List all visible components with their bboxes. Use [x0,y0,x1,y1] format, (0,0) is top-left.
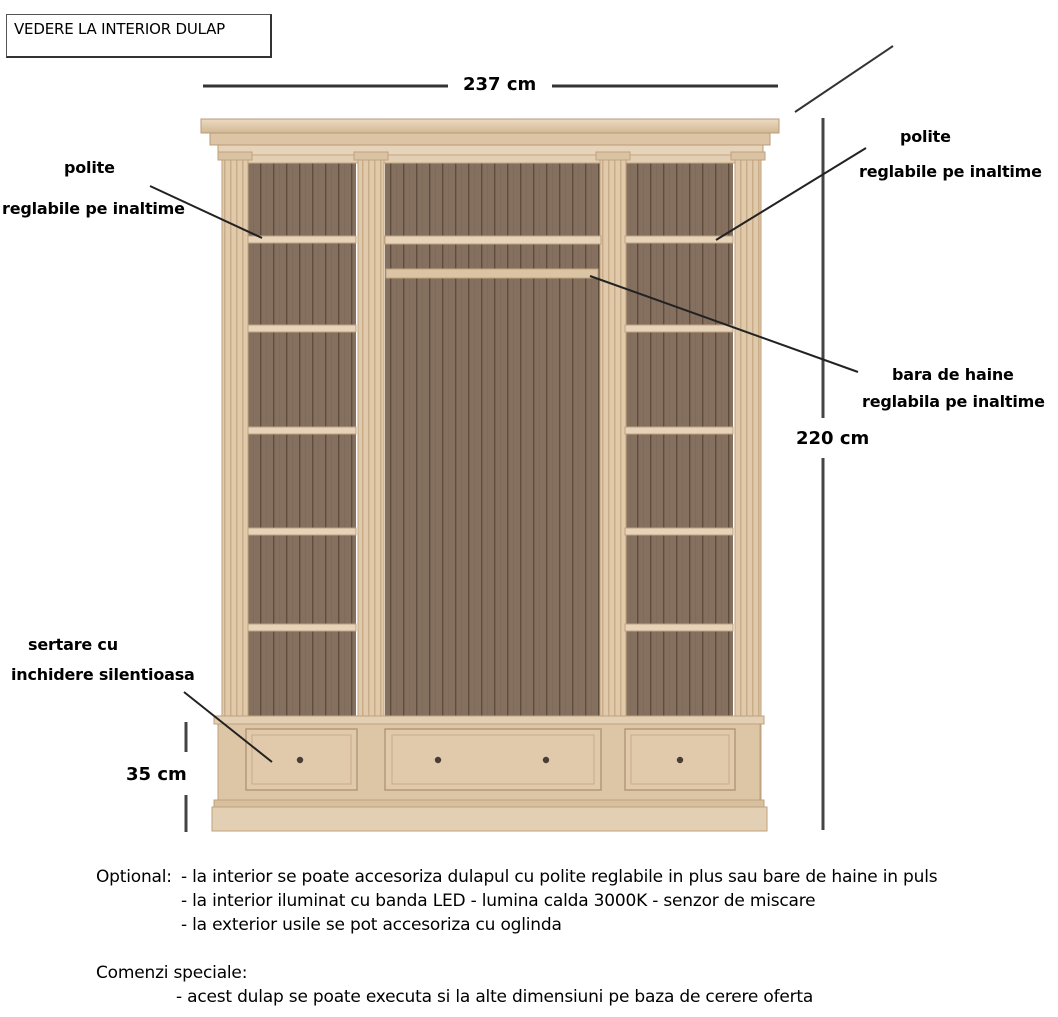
clothes-rail [385,268,599,279]
plinth [211,806,768,832]
crown-mid [209,132,771,146]
crown-top [200,118,780,134]
height-label: 220 cm [796,428,870,449]
left-shelves-label-1: polite [64,158,115,177]
drawers-label-2: inchidere silentioasa [11,665,195,684]
optional-item: - la exterior usile se pot accesoriza cu… [181,915,562,935]
drawers-label-1: sertare cu [28,635,118,654]
plinth-top [213,799,765,808]
optional-label: Optional: [96,867,172,887]
optional-item: - la interior iluminat cu banda LED - lu… [181,891,816,911]
drawer-center [384,728,602,791]
page-title: VEDERE LA INTERIOR DULAP [14,20,226,38]
left-shelves-label-2: reglabile pe inaltime [2,199,185,218]
leader-drawers [183,691,273,763]
left-shelves [247,235,357,632]
crown-bottom [217,144,764,156]
drawer-center-knob-right [542,756,550,764]
optional-item: - la interior se poate accesoriza dulapu… [181,867,938,887]
drawer-left-knob [296,756,304,764]
width-label: 237 cm [463,74,537,95]
special-orders-label: Comenzi speciale: [96,963,248,983]
right-compartment [625,162,733,718]
pilasters [217,151,766,801]
drawer-right-knob [676,756,684,764]
rail-label-1: bara de haine [892,365,1014,384]
left-compartment [248,162,356,718]
title-box [6,14,272,58]
drawer-right [624,728,736,791]
special-orders-item: - acest dulap se poate executa si la alt… [176,987,814,1007]
drawer-center-knob-left [434,756,442,764]
base-cornice [213,715,765,725]
depth-line [794,45,894,113]
leader-right-shelves [715,147,867,241]
center-shelf [384,235,602,245]
right-shelves [624,235,734,632]
rail-label-2: reglabila pe inaltime [862,392,1045,411]
frame-top-rail [221,154,759,164]
right-shelves-label-2: reglabile pe inaltime [859,162,1042,181]
leader-rail [589,275,859,373]
leader-left-shelves [149,185,263,239]
center-compartment [385,162,601,718]
base-height-label: 35 cm [126,764,187,785]
right-shelves-label-1: polite [900,127,951,146]
